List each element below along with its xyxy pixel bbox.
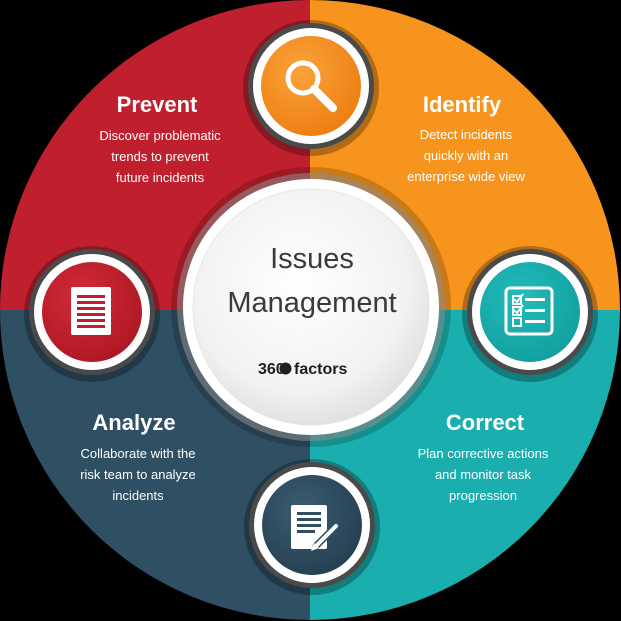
identify-desc-line3: enterprise wide view [407, 169, 525, 184]
center-title-line1: Issues [270, 243, 354, 275]
analyze-title: Analyze [92, 410, 175, 435]
brand-logo-prefix: 360 [258, 361, 285, 378]
prevent-label-group: Prevent Discover problematic trends to p… [99, 92, 221, 185]
analyze-desc-line1: Collaborate with the [81, 446, 196, 461]
identify-desc-line1: Detect incidents [420, 127, 513, 142]
prevent-desc-line2: trends to prevent [111, 149, 209, 164]
analyze-icon-button[interactable] [244, 459, 380, 595]
identify-desc-line2: quickly with an [424, 148, 509, 163]
prevent-icon-button[interactable] [24, 246, 160, 382]
document-lines-icon [71, 287, 111, 335]
correct-title: Correct [446, 410, 525, 435]
brand-logo: 360 factors [258, 361, 347, 378]
analyze-desc-line2: risk team to analyze [80, 467, 196, 482]
brand-logo-mark [279, 362, 292, 375]
magnifier-icon [285, 60, 337, 112]
prevent-title: Prevent [117, 92, 198, 117]
identify-icon-button[interactable] [243, 20, 379, 156]
analyze-desc-line3: incidents [112, 488, 164, 503]
identify-label-group: Identify Detect incidents quickly with a… [407, 92, 525, 184]
brand-logo-suffix: factors [294, 361, 347, 378]
analyze-label-group: Analyze Collaborate with the risk team t… [80, 410, 196, 503]
center-hub: Issues Management 360 factors [171, 167, 451, 447]
checklist-icon [504, 286, 554, 336]
prevent-desc-line1: Discover problematic [99, 128, 221, 143]
correct-desc-line2: and monitor task [435, 467, 532, 482]
document-pen-icon [291, 505, 340, 551]
correct-icon-button[interactable] [462, 246, 598, 382]
identify-title: Identify [423, 92, 502, 117]
center-title-line2: Management [227, 287, 396, 319]
prevent-desc-line3: future incidents [116, 170, 205, 185]
correct-desc-line3: progression [449, 488, 517, 503]
correct-desc-line1: Plan corrective actions [418, 446, 549, 461]
correct-label-group: Correct Plan corrective actions and moni… [418, 410, 549, 503]
